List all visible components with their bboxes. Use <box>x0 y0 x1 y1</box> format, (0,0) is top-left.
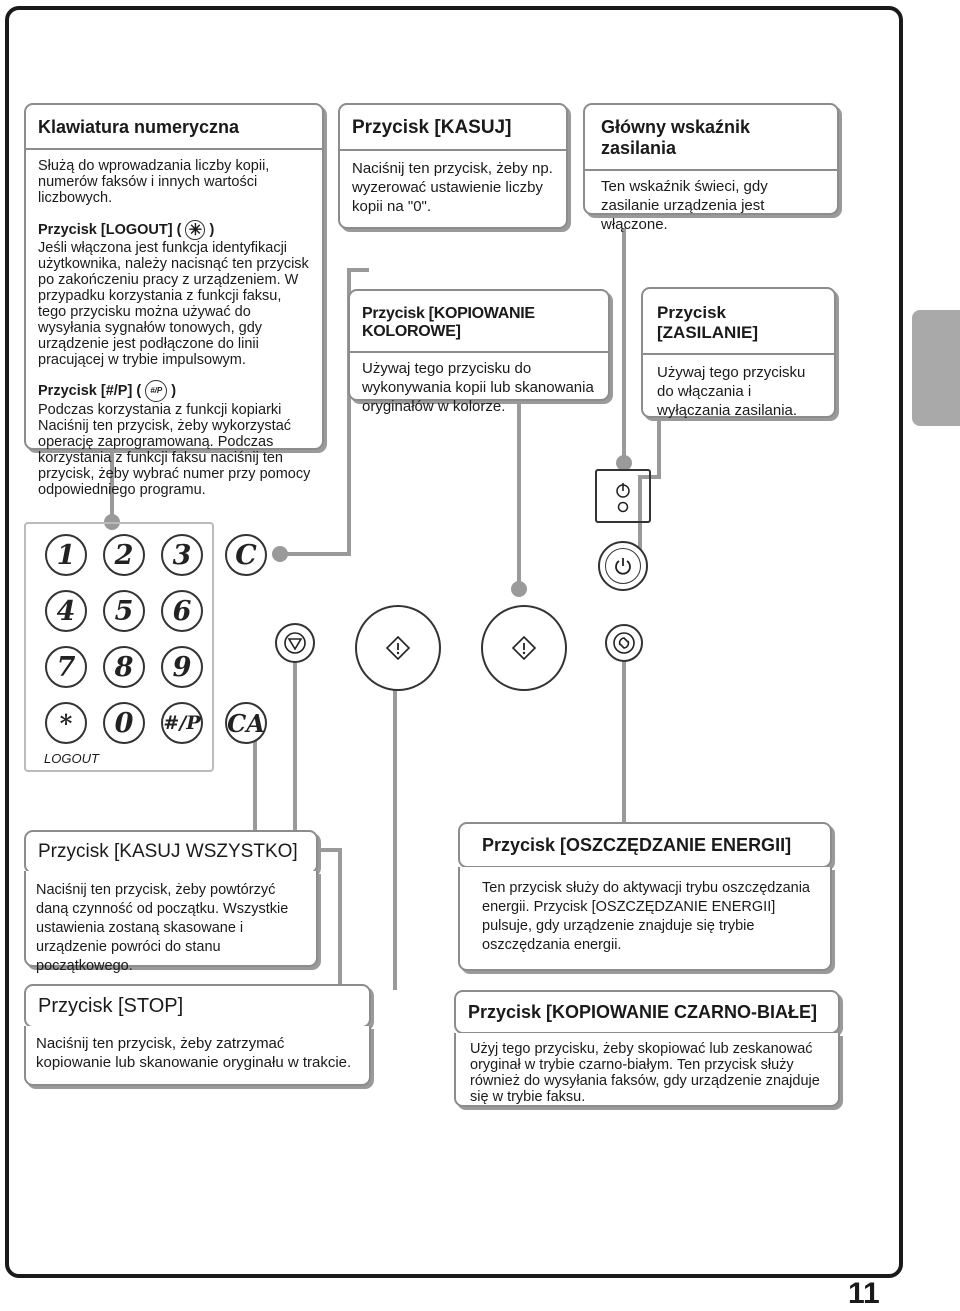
energy-save-icon <box>613 632 635 654</box>
connector-dot <box>272 546 288 562</box>
clear-all-title: Przycisk [KASUJ WSZYSTKO] <box>38 841 298 862</box>
color-copy-text: Używaj tego przycisku do wykonywania kop… <box>362 360 594 415</box>
bw-copy-text-box: Użyj tego przycisku, żeby skopiować lub … <box>454 1033 840 1107</box>
power-indicator-icon <box>616 483 630 513</box>
connector-energy <box>622 650 626 830</box>
bw-copy-text: Użyj tego przycisku, żeby skopiować lub … <box>470 1041 820 1105</box>
key-3[interactable]: 3 <box>161 534 203 576</box>
key-8[interactable]: 8 <box>103 646 145 688</box>
energy-save-title-box: Przycisk [OSZCZĘDZANIE ENERGII] <box>458 822 832 868</box>
key-6[interactable]: 6 <box>161 590 203 632</box>
key-2[interactable]: 2 <box>103 534 145 576</box>
hashp-text: Podczas korzystania z funkcji kopiarki N… <box>38 402 311 498</box>
logout-text: Jeśli włączona jest funkcja identyfikacj… <box>38 240 309 368</box>
color-copy-title: Przycisk [KOPIOWANIE KOLOROWE] <box>362 305 535 340</box>
color-copy-box: Przycisk [KOPIOWANIE KOLOROWE] Używaj te… <box>348 289 610 415</box>
key-7[interactable]: 7 <box>45 646 87 688</box>
stop-button[interactable] <box>275 623 315 663</box>
connector-bw-copy <box>393 670 397 990</box>
stop-title-box: Przycisk [STOP] <box>24 984 371 1028</box>
connector-keypad <box>110 450 114 522</box>
divider <box>585 169 837 171</box>
page-number: 11 <box>848 1277 880 1310</box>
connector-power-v <box>638 475 642 571</box>
asterisk-icon: ✳ <box>185 220 206 240</box>
bw-copy-title-box: Przycisk [KOPIOWANIE CZARNO-BIAŁE] <box>454 990 840 1034</box>
clear-all-key[interactable]: CA <box>225 702 267 744</box>
divider <box>340 149 566 151</box>
divider <box>26 148 322 150</box>
stop-text-box: Naciśnij ten przycisk, żeby zatrzymać ko… <box>24 1026 371 1086</box>
divider <box>643 353 834 355</box>
connector-dot <box>511 581 527 597</box>
clear-title: Przycisk [KASUJ] <box>352 117 512 138</box>
energy-save-title: Przycisk [OSZCZĘDZANIE ENERGII] <box>482 834 792 855</box>
indicator-title: Główny wskaźnik zasilania <box>601 117 751 158</box>
clear-all-title-box: Przycisk [KASUJ WSZYSTKO] <box>24 830 318 874</box>
logout-label: LOGOUT <box>44 751 99 766</box>
page-frame <box>5 6 903 1278</box>
keypad-frame <box>24 522 214 772</box>
connector-color-copy <box>517 400 521 588</box>
indicator-box: Główny wskaźnik zasilania Ten wskaźnik ś… <box>583 103 839 233</box>
main-power-indicator <box>595 469 651 523</box>
connector-clear <box>347 268 351 556</box>
energy-save-button[interactable] <box>605 624 643 662</box>
hashp-heading: Przycisk [#/P] ( #/P ) <box>38 380 312 402</box>
color-copy-button[interactable] <box>481 605 567 691</box>
power-button[interactable] <box>598 541 648 591</box>
connector-indicator <box>622 228 626 468</box>
keypad-title: Klawiatura numeryczna <box>38 117 240 137</box>
clear-key[interactable]: C <box>225 534 267 576</box>
stop-icon <box>284 632 306 654</box>
power-box: Przycisk [ZASILANIE] Używaj tego przycis… <box>641 287 836 419</box>
energy-save-text: Ten przycisk służy do aktywacji trybu os… <box>482 880 810 953</box>
connector-clear-all <box>253 722 257 832</box>
key-logout[interactable]: * <box>45 702 87 744</box>
chapter-tab <box>912 310 960 426</box>
key-9[interactable]: 9 <box>161 646 203 688</box>
clear-box: Przycisk [KASUJ] Naciśnij ten przycisk, … <box>338 103 568 229</box>
keypad-intro: Służą do wprowadzania liczby kopii, nume… <box>38 158 270 206</box>
connector-clear-h2 <box>278 552 350 556</box>
bw-copy-button[interactable] <box>355 605 441 691</box>
hashp-icon: #/P <box>145 380 168 402</box>
key-5[interactable]: 5 <box>103 590 145 632</box>
stop-text: Naciśnij ten przycisk, żeby zatrzymać ko… <box>36 1035 352 1071</box>
keypad-box: Klawiatura numeryczna Służą do wprowadza… <box>24 103 324 498</box>
connector-power <box>657 418 661 478</box>
divider <box>350 351 608 353</box>
connector-stop <box>338 848 342 988</box>
clear-all-text: Naciśnij ten przycisk, żeby powtórzyć da… <box>36 882 289 974</box>
start-icon <box>385 635 411 661</box>
power-icon <box>615 558 631 575</box>
power-title: Przycisk [ZASILANIE] <box>657 303 759 342</box>
key-hashp[interactable]: #/P <box>161 702 203 744</box>
connector-dot <box>616 455 632 471</box>
clear-all-text-box: Naciśnij ten przycisk, żeby powtórzyć da… <box>24 871 318 974</box>
logout-heading: Przycisk [LOGOUT] ( ✳ ) <box>38 220 215 240</box>
key-4[interactable]: 4 <box>45 590 87 632</box>
energy-save-text-box: Ten przycisk służy do aktywacji trybu os… <box>458 867 832 971</box>
key-1[interactable]: 1 <box>45 534 87 576</box>
key-0[interactable]: 0 <box>103 702 145 744</box>
connector-stop-a <box>293 650 297 850</box>
power-text: Używaj tego przycisku do włączania i wył… <box>657 364 806 419</box>
clear-text: Naciśnij ten przycisk, żeby np. wyzerowa… <box>352 160 553 215</box>
connector-clear-h <box>347 268 369 272</box>
stop-title: Przycisk [STOP] <box>38 994 184 1017</box>
indicator-text: Ten wskaźnik świeci, gdy zasilanie urząd… <box>601 178 768 233</box>
bw-copy-title: Przycisk [KOPIOWANIE CZARNO-BIAŁE] <box>468 1001 818 1022</box>
start-icon <box>511 635 537 661</box>
